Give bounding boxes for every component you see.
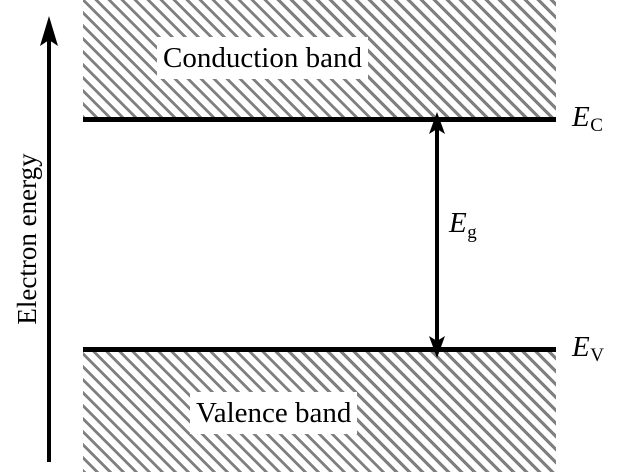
valence-band-edge-line — [83, 347, 556, 352]
ev-subscript: V — [590, 345, 604, 367]
electron-energy-axis-arrow-icon — [40, 16, 58, 462]
ec-symbol: E — [572, 101, 590, 133]
eg-symbol: E — [449, 207, 467, 239]
conduction-band-edge-line — [83, 117, 556, 122]
electron-energy-axis-label: Electron energy — [12, 153, 42, 325]
ev-symbol: E — [572, 331, 590, 363]
ec-subscript: C — [590, 115, 603, 137]
conduction-band-edge-label: EC — [572, 102, 603, 141]
eg-subscript: g — [467, 221, 477, 243]
valence-band-label: Valence band — [190, 392, 358, 434]
band-gap-arrow-icon — [429, 112, 445, 358]
conduction-band-label: Conduction band — [157, 37, 368, 79]
band-gap-label: Eg — [449, 208, 477, 248]
valence-band-edge-label: EV — [572, 332, 604, 371]
